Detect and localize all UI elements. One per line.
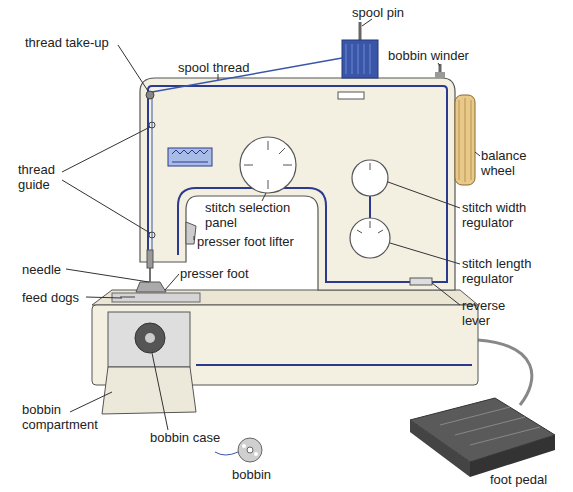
part-label: bobbin compartment bbox=[22, 402, 117, 432]
leader-line bbox=[86, 297, 122, 298]
part-label: feed dogs bbox=[22, 290, 102, 305]
bobbin-hole bbox=[254, 452, 258, 456]
part-label: bobbin winder bbox=[388, 48, 488, 63]
spool-pin bbox=[359, 22, 362, 42]
stitch-selection-dial bbox=[240, 137, 296, 193]
pedal-ridge bbox=[470, 427, 540, 445]
leader-line bbox=[475, 152, 480, 156]
part-label: thread guide bbox=[18, 162, 73, 192]
leader-line bbox=[362, 19, 372, 26]
pedal-ridge bbox=[440, 407, 510, 425]
bobbin-case-hub bbox=[145, 333, 155, 343]
spool bbox=[342, 40, 378, 78]
bobbin-case bbox=[135, 323, 165, 353]
spool-thread-shade bbox=[352, 44, 353, 74]
bobbin-thread bbox=[215, 452, 238, 455]
leader-line bbox=[66, 269, 149, 282]
spool-thread-shade bbox=[358, 44, 359, 74]
dial-tick bbox=[283, 165, 292, 166]
leader-line bbox=[390, 243, 460, 264]
part-label: bobbin case bbox=[150, 430, 250, 445]
part-label: stitch length regulator bbox=[462, 256, 567, 286]
wheel-ridge bbox=[471, 100, 472, 180]
winder-base bbox=[435, 72, 445, 78]
thread-path bbox=[152, 92, 153, 262]
part-label: spool thread bbox=[178, 60, 278, 75]
spool-thread-shade bbox=[346, 44, 347, 74]
spool-thread-shade bbox=[364, 44, 365, 74]
top-button bbox=[338, 92, 364, 99]
dial-tick bbox=[370, 163, 371, 170]
part-label: stitch selection panel bbox=[205, 200, 317, 230]
bobbin-compartment bbox=[108, 312, 190, 367]
pedal-ridge bbox=[455, 417, 525, 435]
leader-line bbox=[118, 45, 148, 91]
stitch-pattern bbox=[172, 162, 208, 163]
wheel-ridge bbox=[459, 100, 460, 180]
base-stripe bbox=[196, 364, 472, 366]
feed-plate bbox=[112, 293, 200, 302]
part-label: thread take-up bbox=[25, 35, 135, 50]
dial-tick bbox=[357, 230, 362, 233]
foot-pedal-side bbox=[410, 420, 470, 477]
part-label: reverse lever bbox=[462, 298, 522, 328]
leader-line bbox=[438, 63, 440, 66]
dial-tick bbox=[378, 230, 383, 233]
machine-body bbox=[140, 78, 455, 290]
bobbin-hub bbox=[247, 447, 253, 453]
part-label: foot pedal bbox=[490, 472, 570, 487]
thread-take-up bbox=[146, 91, 154, 99]
spool-thread bbox=[152, 58, 342, 92]
stitch-pattern bbox=[172, 150, 208, 154]
dial-link bbox=[369, 196, 371, 218]
bobbin bbox=[238, 438, 262, 462]
dial-tick bbox=[268, 141, 269, 150]
part-label: presser foot bbox=[180, 266, 280, 281]
dial-tick bbox=[268, 180, 269, 189]
stitch-width-dial bbox=[352, 160, 388, 196]
leader-line bbox=[432, 283, 460, 305]
reverse-lever bbox=[410, 278, 432, 285]
leader-line bbox=[70, 392, 112, 412]
feed-dog-teeth bbox=[120, 297, 135, 298]
part-label: spool pin bbox=[352, 5, 427, 20]
dial-tick bbox=[244, 165, 253, 166]
leader-line bbox=[165, 274, 179, 290]
leader-line bbox=[388, 182, 460, 208]
part-label: needle bbox=[22, 262, 82, 277]
wheel-ridge bbox=[465, 98, 466, 182]
compartment-door bbox=[102, 367, 196, 414]
dial-tick bbox=[370, 221, 371, 228]
leader-line bbox=[152, 353, 168, 430]
balance-wheel bbox=[455, 95, 475, 185]
needle-bar bbox=[147, 250, 153, 268]
stitch-length-dial bbox=[350, 218, 390, 258]
leader-line bbox=[62, 127, 150, 172]
presser-foot bbox=[136, 282, 166, 292]
body-trim bbox=[148, 86, 447, 282]
spool-thread-shade bbox=[370, 44, 371, 74]
leader-line bbox=[62, 180, 150, 233]
part-label: balance wheel bbox=[481, 148, 541, 178]
stitch-panel bbox=[168, 148, 212, 166]
dial-tick bbox=[279, 148, 285, 154]
bobbin-hole bbox=[242, 444, 246, 448]
part-label: stitch width regulator bbox=[462, 200, 567, 230]
leader-line bbox=[262, 193, 266, 201]
pedal-cord bbox=[478, 340, 532, 405]
part-label: bobbin bbox=[232, 467, 302, 482]
leader-line bbox=[194, 236, 195, 240]
presser-foot-lifter bbox=[186, 222, 196, 244]
part-label: presser foot lifter bbox=[197, 234, 322, 249]
